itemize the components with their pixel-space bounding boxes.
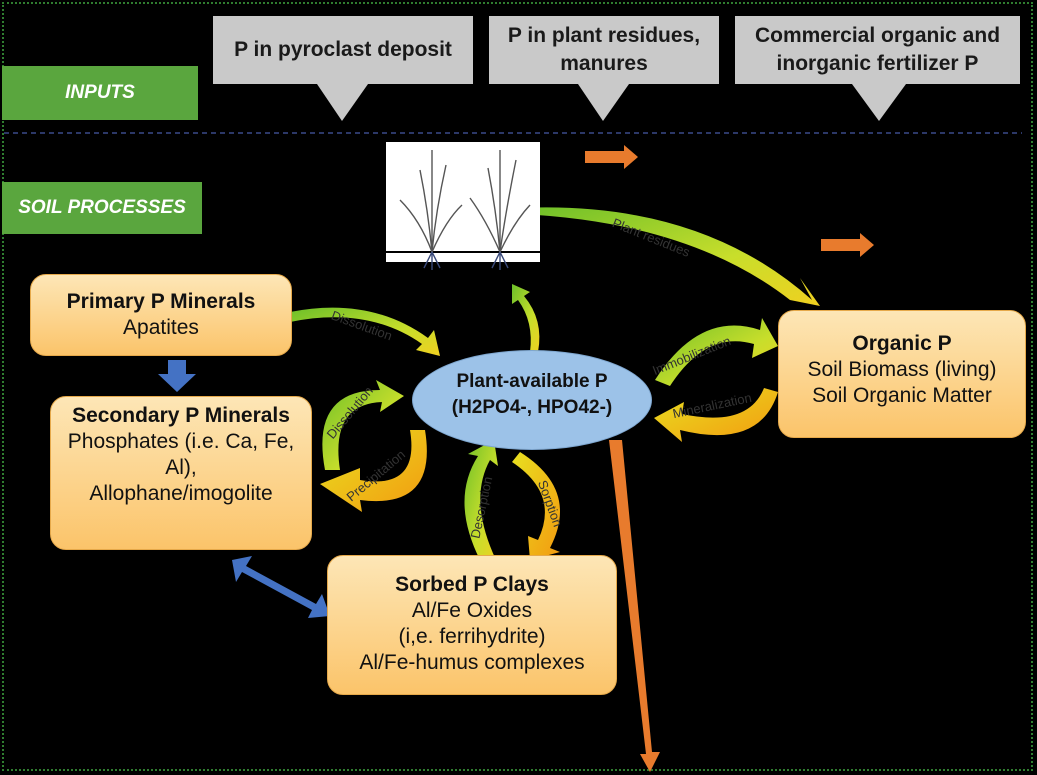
orange-arrow-top <box>585 145 638 169</box>
inputs-label: INPUTS <box>2 66 198 120</box>
secondary-line-2: Allophane/imogolite <box>89 482 273 505</box>
desorption-arrow <box>464 440 498 560</box>
input-plant-residues-arrow <box>578 84 629 121</box>
input-pyroclast-arrow <box>317 84 368 121</box>
leaching-arrow <box>609 440 660 772</box>
plant-illustration <box>386 150 540 270</box>
plant-illustration-bg <box>386 142 540 262</box>
secondary-title: Secondary P Minerals <box>72 404 290 427</box>
center-line-2: (H2PO4-, HPO42-) <box>451 397 613 418</box>
uptake-arrow <box>512 284 540 352</box>
primary-title: Primary P Minerals <box>66 290 256 313</box>
input-fertilizer: Commercial organic and inorganic fertili… <box>735 16 1020 84</box>
immobilization-arrow <box>655 318 778 386</box>
dissolution-secondary-arrow <box>322 380 404 470</box>
orange-arrow-middle <box>821 233 874 257</box>
plant-residues-arrow <box>520 207 820 306</box>
input-plant-residues: P in plant residues, manures <box>489 16 719 84</box>
input-fertilizer-arrow <box>852 84 906 121</box>
secondary-sorbed-arrow <box>232 556 330 618</box>
dissolution-primary-arrow <box>290 307 440 356</box>
plant-available-p-node: Plant-available P (H2PO4-, HPO42-) <box>412 350 652 450</box>
primary-p-minerals-box: Primary P Minerals Apatites <box>30 274 292 356</box>
sorbed-title: Sorbed P Clays <box>395 573 549 596</box>
center-line-1: Plant-available P <box>456 371 608 392</box>
organic-line-2: Soil Organic Matter <box>812 384 992 407</box>
sorbed-line-2: (i,e. ferrihydrite) <box>398 625 546 648</box>
organic-title: Organic P <box>852 332 952 355</box>
sorbed-line-3: Al/Fe-humus complexes <box>359 651 585 674</box>
organic-p-box: Organic P Soil Biomass (living) Soil Org… <box>778 310 1026 438</box>
soil-processes-label-text: SOIL PROCESSES <box>18 197 186 218</box>
input-plant-residues-text: P in plant residues, manures <box>507 24 701 75</box>
soil-processes-label: SOIL PROCESSES <box>2 182 202 234</box>
primary-to-secondary-arrow <box>158 360 196 392</box>
input-fertilizer-text: Commercial organic and inorganic fertili… <box>754 24 1001 75</box>
organic-line-1: Soil Biomass (living) <box>807 358 997 381</box>
input-pyroclast: P in pyroclast deposit <box>213 16 473 84</box>
sorbed-p-clays-box: Sorbed P Clays Al/Fe Oxides (i,e. ferrih… <box>327 555 617 695</box>
inputs-label-text: INPUTS <box>65 82 135 103</box>
sorbed-line-1: Al/Fe Oxides <box>411 599 533 622</box>
sorption-arrow <box>512 452 560 560</box>
primary-line-1: Apatites <box>123 316 199 339</box>
input-pyroclast-text: P in pyroclast deposit <box>234 38 452 61</box>
mineralization-arrow <box>654 388 778 442</box>
precipitation-arrow <box>320 430 427 512</box>
secondary-line-1: Phosphates (i.e. Ca, Fe, Al), <box>67 430 295 479</box>
secondary-p-minerals-box: Secondary P Minerals Phosphates (i.e. Ca… <box>50 396 312 550</box>
